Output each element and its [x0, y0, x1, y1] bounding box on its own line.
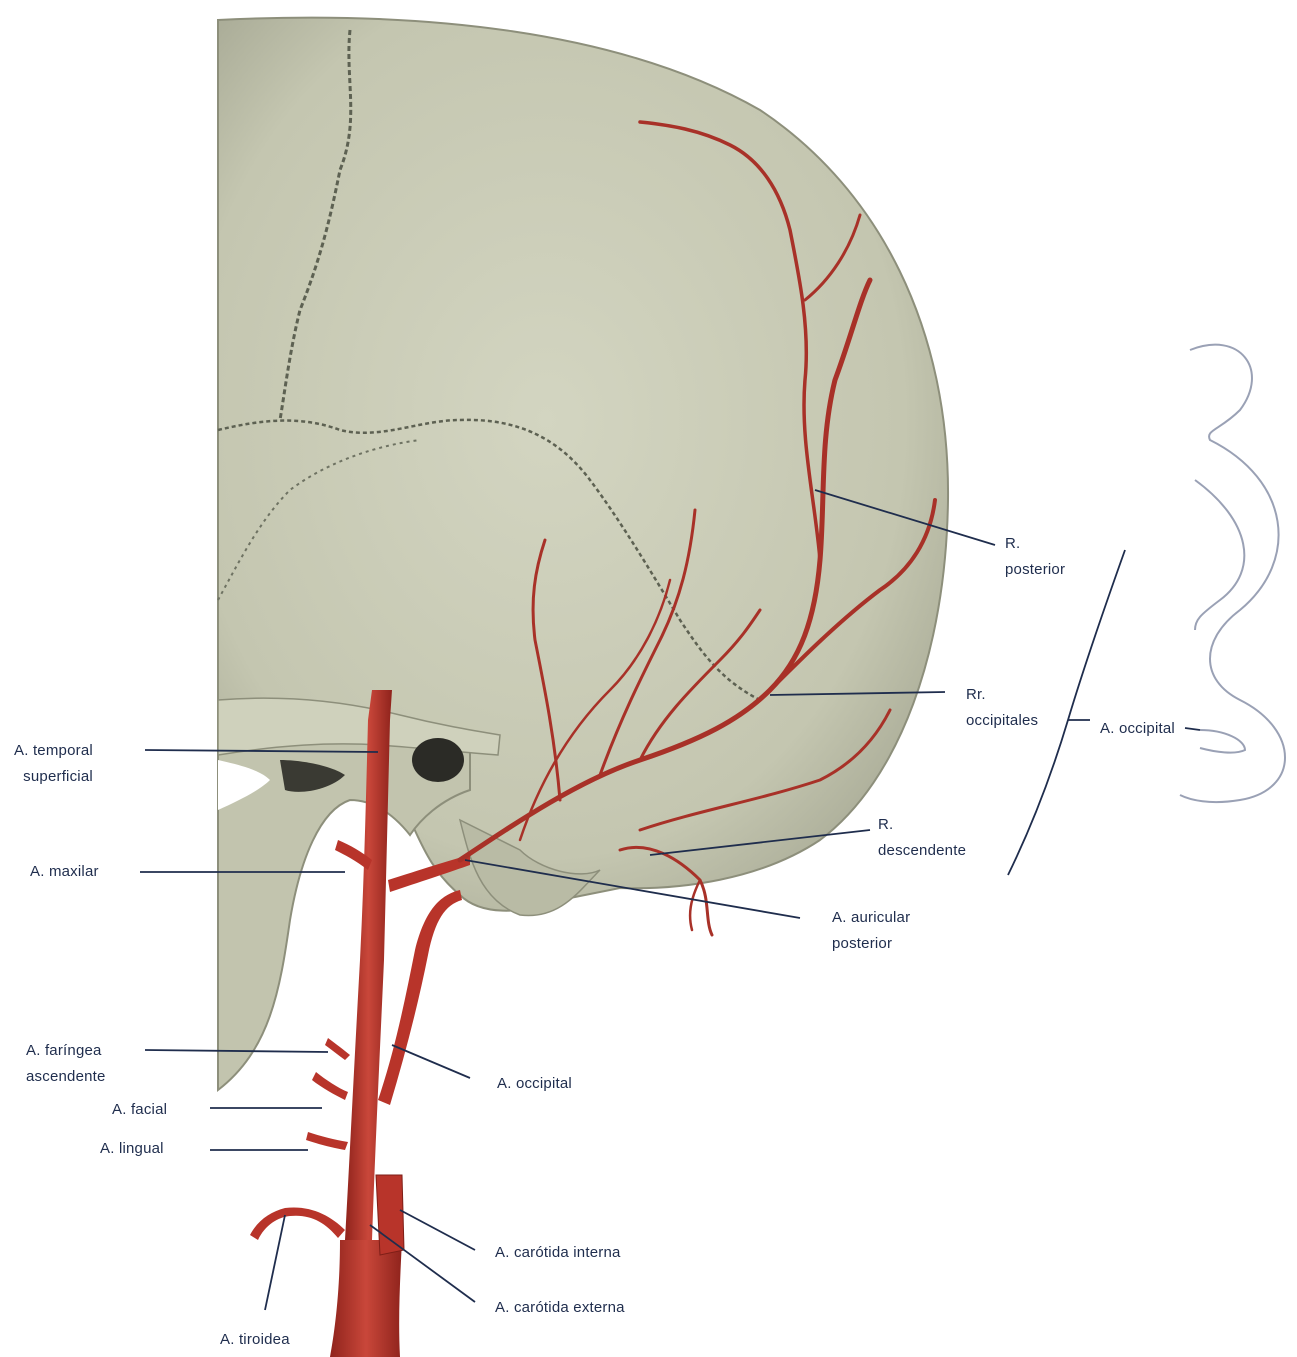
occipital-branches — [457, 120, 937, 937]
label-r-posterior: R. posterior — [1005, 531, 1065, 583]
label-line: superficial — [23, 768, 93, 785]
label-line: R. — [1005, 535, 1021, 552]
label-occipital-group: A. occipital — [1100, 716, 1175, 742]
label-line: A. maxilar — [30, 863, 99, 880]
label-line: A. temporal — [14, 742, 93, 759]
scalp-outline — [1179, 343, 1286, 804]
carotid-arteries — [250, 690, 470, 1357]
label-line: descendente — [878, 842, 967, 859]
skull — [217, 16, 950, 1093]
label-faringea-ascendente: A. faríngea ascendente — [26, 1038, 106, 1090]
label-line: A. faríngea — [26, 1042, 102, 1059]
label-temporal-superficial: A. temporal superficial — [14, 738, 93, 790]
label-line: A. lingual — [100, 1140, 164, 1157]
label-line: A. facial — [112, 1101, 168, 1118]
label-line: A. occipital — [497, 1075, 572, 1092]
leader-lines — [140, 489, 1201, 1311]
label-maxilar: A. maxilar — [30, 859, 99, 885]
label-r-descendente: R. descendente — [878, 812, 966, 864]
label-line: occipitales — [966, 712, 1039, 729]
label-line: A. carótida interna — [495, 1244, 621, 1261]
label-line: R. — [878, 816, 894, 833]
label-line: A. tiroidea — [220, 1331, 290, 1348]
label-carotida-externa: A. carótida externa — [495, 1295, 625, 1321]
label-auricular-posterior: A. auricular posterior — [832, 905, 910, 957]
label-tiroidea: A. tiroidea — [220, 1327, 290, 1353]
label-carotida-interna: A. carótida interna — [495, 1240, 621, 1266]
label-line: A. auricular — [832, 909, 911, 926]
label-line: posterior — [1005, 561, 1066, 578]
label-line: Rr. — [966, 686, 986, 703]
label-occipital-lower: A. occipital — [497, 1071, 572, 1097]
label-lingual: A. lingual — [100, 1136, 164, 1162]
label-line: A. occipital — [1100, 720, 1175, 737]
label-rr-occipitales: Rr. occipitales — [966, 682, 1038, 734]
label-line: ascendente — [26, 1068, 106, 1085]
label-line: A. carótida externa — [495, 1299, 625, 1316]
label-facial: A. facial — [112, 1097, 167, 1123]
label-line: posterior — [832, 935, 893, 952]
